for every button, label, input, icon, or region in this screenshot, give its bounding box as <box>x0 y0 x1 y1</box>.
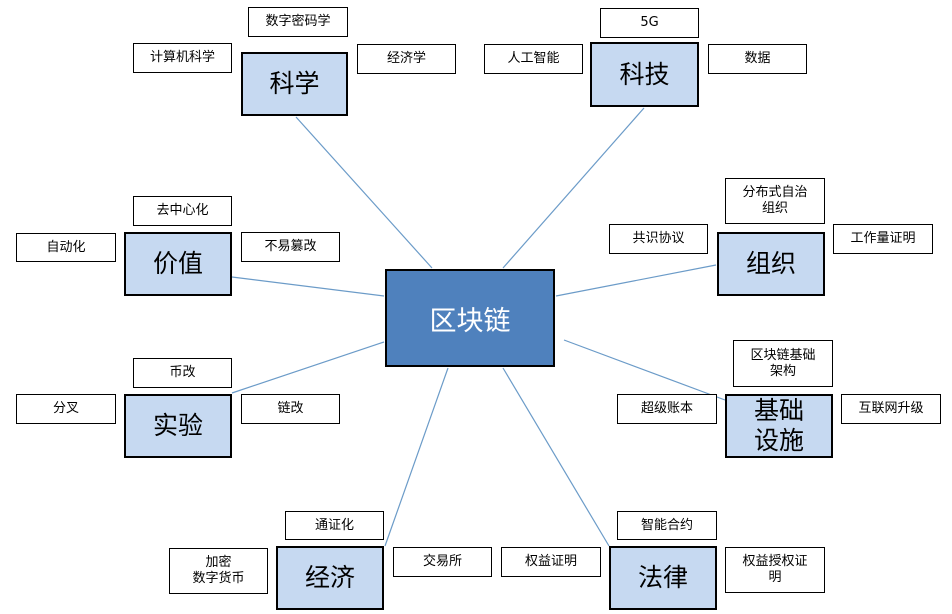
sub-node-decentralization: 去中心化 <box>133 196 232 226</box>
sub-node-automation: 自动化 <box>16 233 116 262</box>
sub-node-consensus: 共识协议 <box>609 224 708 254</box>
sub-node-data: 数据 <box>708 44 807 74</box>
main-node-law: 法律 <box>609 546 717 610</box>
connector-technology <box>502 107 645 269</box>
sub-node-proof-of-stake: 权益证明 <box>501 547 601 577</box>
sub-node-chain-reform: 链改 <box>241 394 340 424</box>
sub-node-token-reform: 币改 <box>133 358 232 388</box>
connector-organization <box>555 264 717 297</box>
sub-node-dao: 分布式自治 组织 <box>725 178 825 224</box>
central-node-blockchain: 区块链 <box>385 269 555 367</box>
sub-node-hyperledger: 超级账本 <box>617 394 717 424</box>
main-node-economy: 经济 <box>276 546 384 610</box>
sub-node-stake-authorization: 权益授权证 明 <box>725 547 825 593</box>
sub-node-internet-upgrade: 互联网升级 <box>841 394 941 424</box>
sub-node-cryptography: 数字密码学 <box>248 7 348 37</box>
connector-law <box>502 367 610 547</box>
connector-value <box>231 276 385 297</box>
connector-science <box>295 116 433 269</box>
main-node-organization: 组织 <box>717 232 825 296</box>
connector-economy <box>384 367 449 547</box>
sub-node-blockchain-architecture: 区块链基础 架构 <box>733 340 833 387</box>
connector-infrastructure <box>563 339 726 401</box>
sub-node-computer-science: 计算机科学 <box>133 43 232 73</box>
sub-node-smart-contract: 智能合约 <box>617 511 717 540</box>
sub-node-5g: 5G <box>600 8 699 38</box>
main-node-value: 价值 <box>124 232 232 296</box>
sub-node-exchange: 交易所 <box>393 547 492 577</box>
sub-node-crypto-currency: 加密 数字货币 <box>169 548 268 594</box>
sub-node-tokenization: 通证化 <box>285 511 384 540</box>
sub-node-proof-of-work: 工作量证明 <box>833 224 933 254</box>
sub-node-tamper-proof: 不易篡改 <box>241 232 340 262</box>
sub-node-economics: 经济学 <box>357 44 456 74</box>
main-node-experiment: 实验 <box>124 394 232 458</box>
main-node-technology: 科技 <box>590 42 699 107</box>
sub-node-fork: 分叉 <box>16 394 116 424</box>
main-node-infrastructure: 基础 设施 <box>725 394 833 458</box>
connector-experiment <box>231 341 385 394</box>
main-node-science: 科学 <box>241 52 348 116</box>
sub-node-ai: 人工智能 <box>484 44 583 74</box>
